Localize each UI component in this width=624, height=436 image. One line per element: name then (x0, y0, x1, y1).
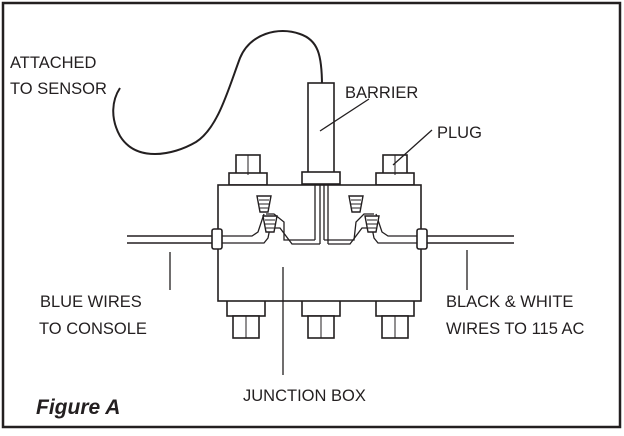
plug-leader (392, 129, 433, 166)
black-white-label-line1: BLACK & WHITE (446, 293, 573, 311)
bottom-left-plug (226, 299, 266, 339)
wire-nut-top-right (348, 195, 364, 213)
junction-box-label: JUNCTION BOX (243, 387, 366, 405)
blue-wires-label-line1: BLUE WIRES (40, 293, 142, 311)
plug (375, 154, 415, 186)
bottom-center-plug (301, 299, 341, 339)
wire-nut-bottom-left (262, 215, 278, 233)
internal-wiring (222, 184, 417, 245)
blue-wires (127, 235, 218, 244)
barrier (301, 82, 341, 185)
barrier-leader (319, 98, 370, 132)
bottom-right-plug (375, 299, 415, 339)
plug-label: PLUG (437, 124, 482, 142)
sensor-cable (112, 30, 323, 155)
left-grommet (211, 228, 223, 250)
figure-caption: Figure A (36, 396, 120, 419)
black-white-label-line2: WIRES TO 115 AC (446, 320, 585, 338)
right-grommet (416, 228, 428, 250)
wire-nut-top-left (256, 195, 272, 213)
barrier-label: BARRIER (345, 84, 418, 102)
attached-label-line2: TO SENSOR (10, 80, 107, 98)
black-white-wires (421, 235, 514, 244)
attached-label-line1: ATTACHED (10, 54, 97, 72)
blue-wires-label-line2: TO CONSOLE (39, 320, 147, 338)
wire-nut-bottom-right (364, 215, 380, 233)
